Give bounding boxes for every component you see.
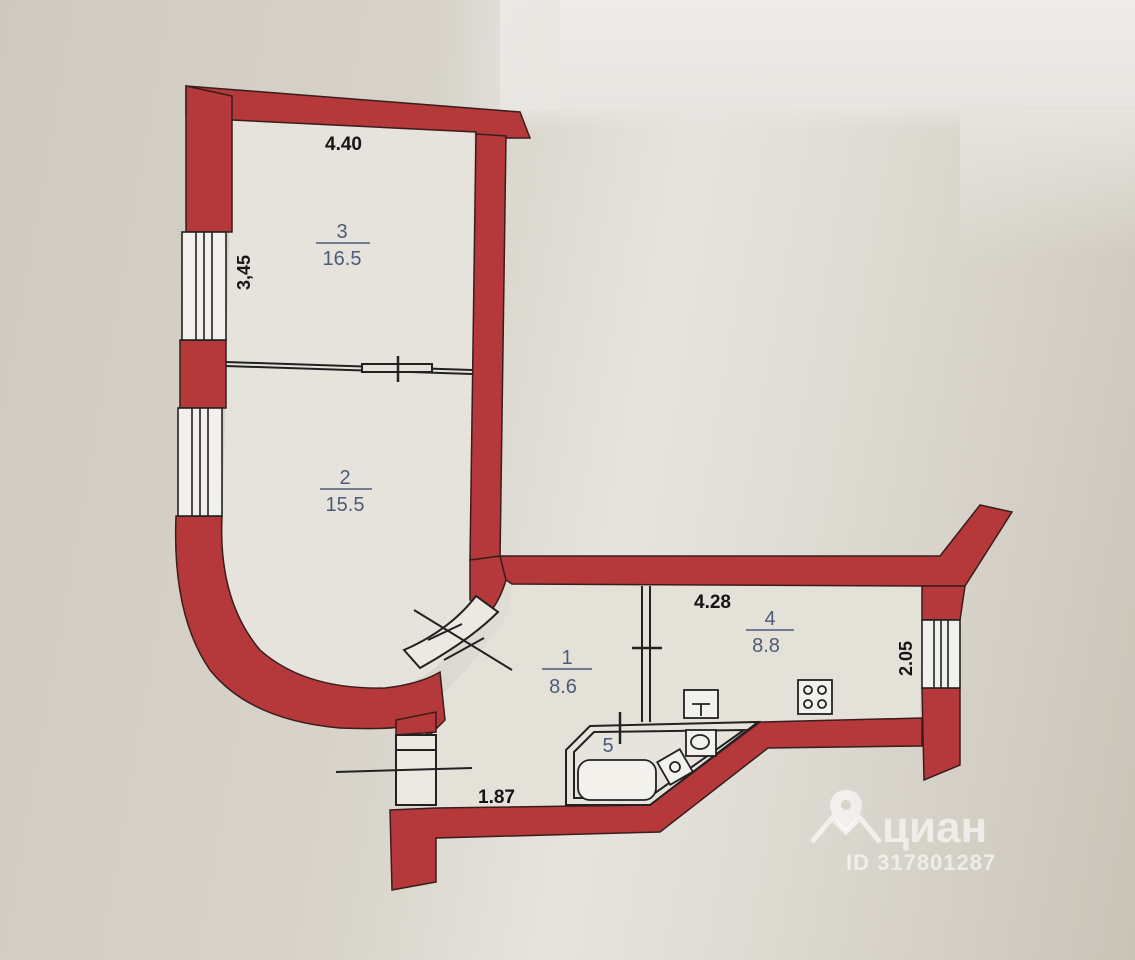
window-room3 — [181, 231, 227, 341]
dim-kitchen-height: 2.05 — [896, 641, 916, 676]
window-room2 — [177, 407, 223, 517]
bathtub-icon — [577, 759, 657, 801]
wall-right-rooms — [469, 133, 507, 561]
room-floors — [222, 120, 922, 808]
dim-room3-width: 4.40 — [325, 134, 362, 155]
room-1-number: 1 — [561, 647, 572, 669]
stove-icon — [797, 679, 833, 715]
wall-kitchen-right-lower — [921, 687, 961, 782]
wall-kitchen-right-upper — [921, 585, 966, 621]
fixtures — [577, 679, 833, 801]
wall-left-upper — [185, 85, 233, 233]
windows — [177, 231, 961, 689]
room-4-area: 8.8 — [752, 635, 780, 657]
room-2-label: 2 15.5 — [320, 467, 372, 516]
window-kitchen — [921, 619, 961, 689]
walls — [174, 85, 1014, 891]
wall-left-pier — [179, 339, 227, 409]
room-4-number: 4 — [764, 608, 775, 630]
kitchen-sink-icon — [683, 689, 719, 719]
room-3-area: 16.5 — [323, 248, 362, 270]
toilet-icon — [685, 729, 717, 757]
wall-hall-left — [395, 711, 437, 736]
sink-icon — [656, 748, 694, 786]
dim-hall-width: 1.87 — [478, 787, 515, 808]
room-5-number: 5 — [602, 735, 613, 757]
room-1-area: 8.6 — [549, 676, 577, 698]
room-3-label: 3 16.5 — [316, 221, 370, 270]
light-area-lower — [960, 110, 1135, 260]
wall-bottom-diagonal — [389, 717, 923, 891]
dimension-labels: 4.40 3,45 4.28 2.05 1.87 — [234, 134, 916, 808]
room-2-number: 2 — [339, 467, 350, 489]
light-area-edge — [440, 0, 560, 110]
map-pin-icon — [810, 790, 882, 844]
watermark: циан ID 317801287 — [810, 790, 996, 875]
dim-room3-height: 3,45 — [234, 255, 254, 290]
room-1-label: 1 8.6 — [542, 647, 592, 698]
room-4-label: 4 8.8 — [746, 608, 794, 657]
room-2-area: 15.5 — [326, 494, 365, 516]
dim-kitchen-width: 4.28 — [694, 592, 731, 613]
room-3-number: 3 — [336, 221, 347, 243]
wall-kitchen-top — [499, 504, 1014, 587]
room-labels: 3 16.5 2 15.5 1 8.6 4 8.8 5 — [316, 221, 794, 757]
watermark-brand: циан — [882, 803, 987, 852]
watermark-listing-id: ID 317801287 — [846, 850, 996, 875]
light-area — [500, 0, 1135, 130]
